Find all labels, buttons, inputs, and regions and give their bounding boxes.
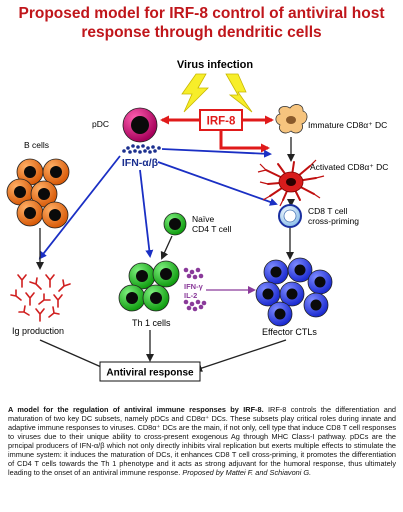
ifn-to-th1-arrow (139, 169, 154, 258)
ifn-gamma-label: IFN-γ (184, 282, 204, 291)
ctl-to-antiviral-arrow (194, 339, 287, 372)
cd8-t-cell (278, 204, 302, 228)
ig-production-label: Ig production (12, 326, 64, 336)
antibodies-icon (10, 274, 71, 322)
ifn-to-ig-production-arrow (38, 155, 121, 260)
effector-ctls-label: Effector CTLs (262, 327, 317, 337)
title-line-1: Proposed model for IRF-8 control of anti… (18, 5, 385, 22)
ig-to-antiviral-arrow (39, 339, 110, 372)
irf8-model-diagram: Virus infection pDC IRF-8 Immature CD8α⁺… (6, 59, 388, 382)
irf8-box: IRF-8 (199, 109, 243, 131)
irf8-label: IRF-8 (207, 116, 236, 128)
b-cells-label: B cells (24, 140, 49, 150)
activated-dc-label: Activated CD8α⁺ DC (310, 162, 388, 172)
naive-label-line-2: CD4 T cell (192, 224, 231, 234)
title-line-2: response through dendritic cells (81, 24, 322, 41)
antiviral-response-box: Antiviral response (99, 361, 201, 382)
ifn-dots (122, 144, 161, 154)
th1-label: Th 1 cells (132, 318, 171, 328)
figure-title: Proposed model for IRF-8 control of anti… (0, 4, 403, 42)
cd8-label-line-2: cross-priming (308, 216, 359, 226)
lightning-bolt-right-icon (225, 73, 253, 113)
b-cell-cluster (6, 158, 70, 229)
pdc-label: pDC (92, 119, 109, 129)
th1-cell-cluster (118, 260, 180, 312)
immature-dc-label: Immature CD8α⁺ DC (308, 120, 387, 130)
il2-label: IL-2 (184, 291, 197, 300)
ifn-to-cross-priming-arrow (157, 161, 278, 206)
ifn-label: IFN-α/β (122, 157, 159, 169)
virus-infection-label: Virus infection (177, 59, 253, 71)
cytokine-dots (183, 267, 207, 312)
activated-dc-cell (257, 159, 325, 207)
pdc-cell (122, 107, 158, 143)
caption-lead: A model for the regulation of antiviral … (8, 405, 264, 414)
caption-body: IRF-8 controls the differentiation and m… (8, 405, 396, 478)
irf8-to-activated-dc-arrow (219, 130, 270, 153)
caption-credit: Proposed by Mattei F. and Schiavoni G. (180, 468, 312, 478)
effector-ctl-cluster (255, 257, 333, 327)
naive-label-line-1: Naïve (192, 214, 214, 224)
naive-cd4-cell (163, 212, 187, 236)
cd8-label-line-1: CD8 T cell (308, 206, 347, 216)
lightning-bolt-left-icon (181, 73, 209, 113)
naive-to-th1-arrow (160, 235, 173, 260)
figure-caption: A model for the regulation of antiviral … (8, 405, 396, 477)
immature-dc-cell (275, 104, 308, 134)
ifn-to-activated-dc-arrow (161, 148, 272, 158)
antiviral-response-label: Antiviral response (106, 368, 194, 379)
